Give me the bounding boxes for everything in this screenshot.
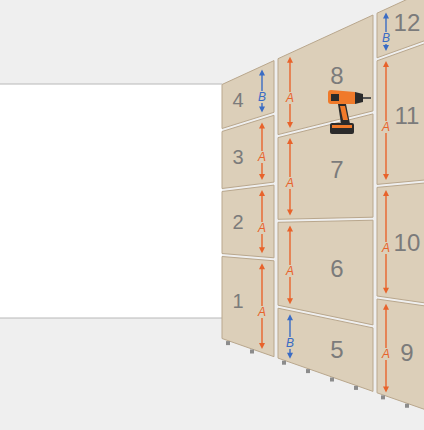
- panel-number: 7: [330, 158, 343, 182]
- drill-vent: [331, 94, 339, 101]
- drywall-panel: [377, 182, 424, 306]
- dimension-letter: A: [381, 121, 391, 133]
- spacer-foot: [282, 361, 286, 365]
- spacer-foot: [306, 369, 310, 373]
- dimension-letter: B: [285, 337, 295, 349]
- drywall-panel: [377, 299, 424, 415]
- dimension-letter: A: [257, 306, 267, 318]
- panel-number: 9: [400, 341, 413, 365]
- arrow-head: [383, 61, 389, 67]
- arrow-head: [287, 210, 293, 216]
- drywall-panel: [278, 308, 373, 391]
- panel-number: 1: [232, 291, 243, 311]
- ceiling-line: [0, 84, 222, 85]
- drill-body: [328, 90, 355, 104]
- panel-number: 12: [394, 11, 421, 35]
- drill-battery: [330, 123, 354, 134]
- spacer-foot: [381, 395, 385, 399]
- arrow-head: [259, 190, 265, 196]
- panel-number: 3: [232, 147, 243, 167]
- drill-handle: [338, 104, 350, 124]
- drywall-panel: [222, 257, 274, 357]
- arrow-head: [287, 122, 293, 128]
- dimension-letter: B: [381, 32, 391, 44]
- panel-number: 8: [330, 64, 343, 88]
- arrow-head: [259, 247, 265, 253]
- arrow-head: [287, 57, 293, 63]
- drywall-panel: [278, 114, 373, 219]
- arrow-head: [383, 190, 389, 196]
- arrow-head: [383, 304, 389, 310]
- arrow-head: [287, 314, 293, 320]
- dimension-letter: A: [257, 222, 267, 234]
- panel-number: 4: [232, 90, 243, 110]
- spacer-foot: [250, 350, 254, 354]
- dimension-letter: A: [257, 151, 267, 163]
- arrow-head: [383, 288, 389, 294]
- drill-bit: [363, 97, 371, 99]
- arrow-head: [259, 107, 265, 113]
- drywall-panel: [278, 15, 373, 135]
- spacer-foot: [354, 386, 358, 390]
- panel-number: 11: [395, 104, 420, 128]
- spacer-foot: [226, 341, 230, 345]
- arrow-head: [287, 298, 293, 304]
- dimension-letter: B: [257, 91, 267, 103]
- drill-chuck: [355, 92, 363, 104]
- arrow-head: [287, 226, 293, 232]
- dimension-letter: A: [381, 348, 391, 360]
- panel-number: 2: [232, 212, 243, 232]
- arrow-head: [383, 45, 389, 51]
- drill-battery-stripe: [332, 125, 352, 128]
- arrow-head: [383, 386, 389, 392]
- drywall-panel: [377, 38, 424, 184]
- arrow-head: [287, 138, 293, 144]
- panel-number: 10: [394, 231, 421, 255]
- arrow-head: [259, 70, 265, 76]
- drywall-panel: [222, 185, 274, 258]
- arrow-head: [287, 353, 293, 359]
- dimension-letter: A: [285, 92, 295, 104]
- arrow-head: [383, 174, 389, 180]
- drill-icon: [328, 90, 371, 134]
- spacer-foot: [405, 404, 409, 408]
- panel-number: 6: [330, 257, 343, 281]
- dimension-letter: A: [381, 242, 391, 254]
- drywall-panel: [222, 115, 274, 188]
- drill-grip: [340, 106, 348, 120]
- arrow-head: [259, 174, 265, 180]
- drywall-panel: [278, 220, 373, 325]
- side-wall: [0, 84, 222, 318]
- arrow-head: [259, 343, 265, 349]
- panel-number: 5: [330, 338, 343, 362]
- arrow-head: [259, 263, 265, 269]
- panel-group: [222, 0, 424, 415]
- floor-line: [0, 318, 222, 319]
- arrow-head: [259, 123, 265, 129]
- spacer-foot: [330, 378, 334, 382]
- dimension-letter: A: [285, 265, 295, 277]
- arrow-head: [383, 13, 389, 19]
- dimension-letter: A: [285, 177, 295, 189]
